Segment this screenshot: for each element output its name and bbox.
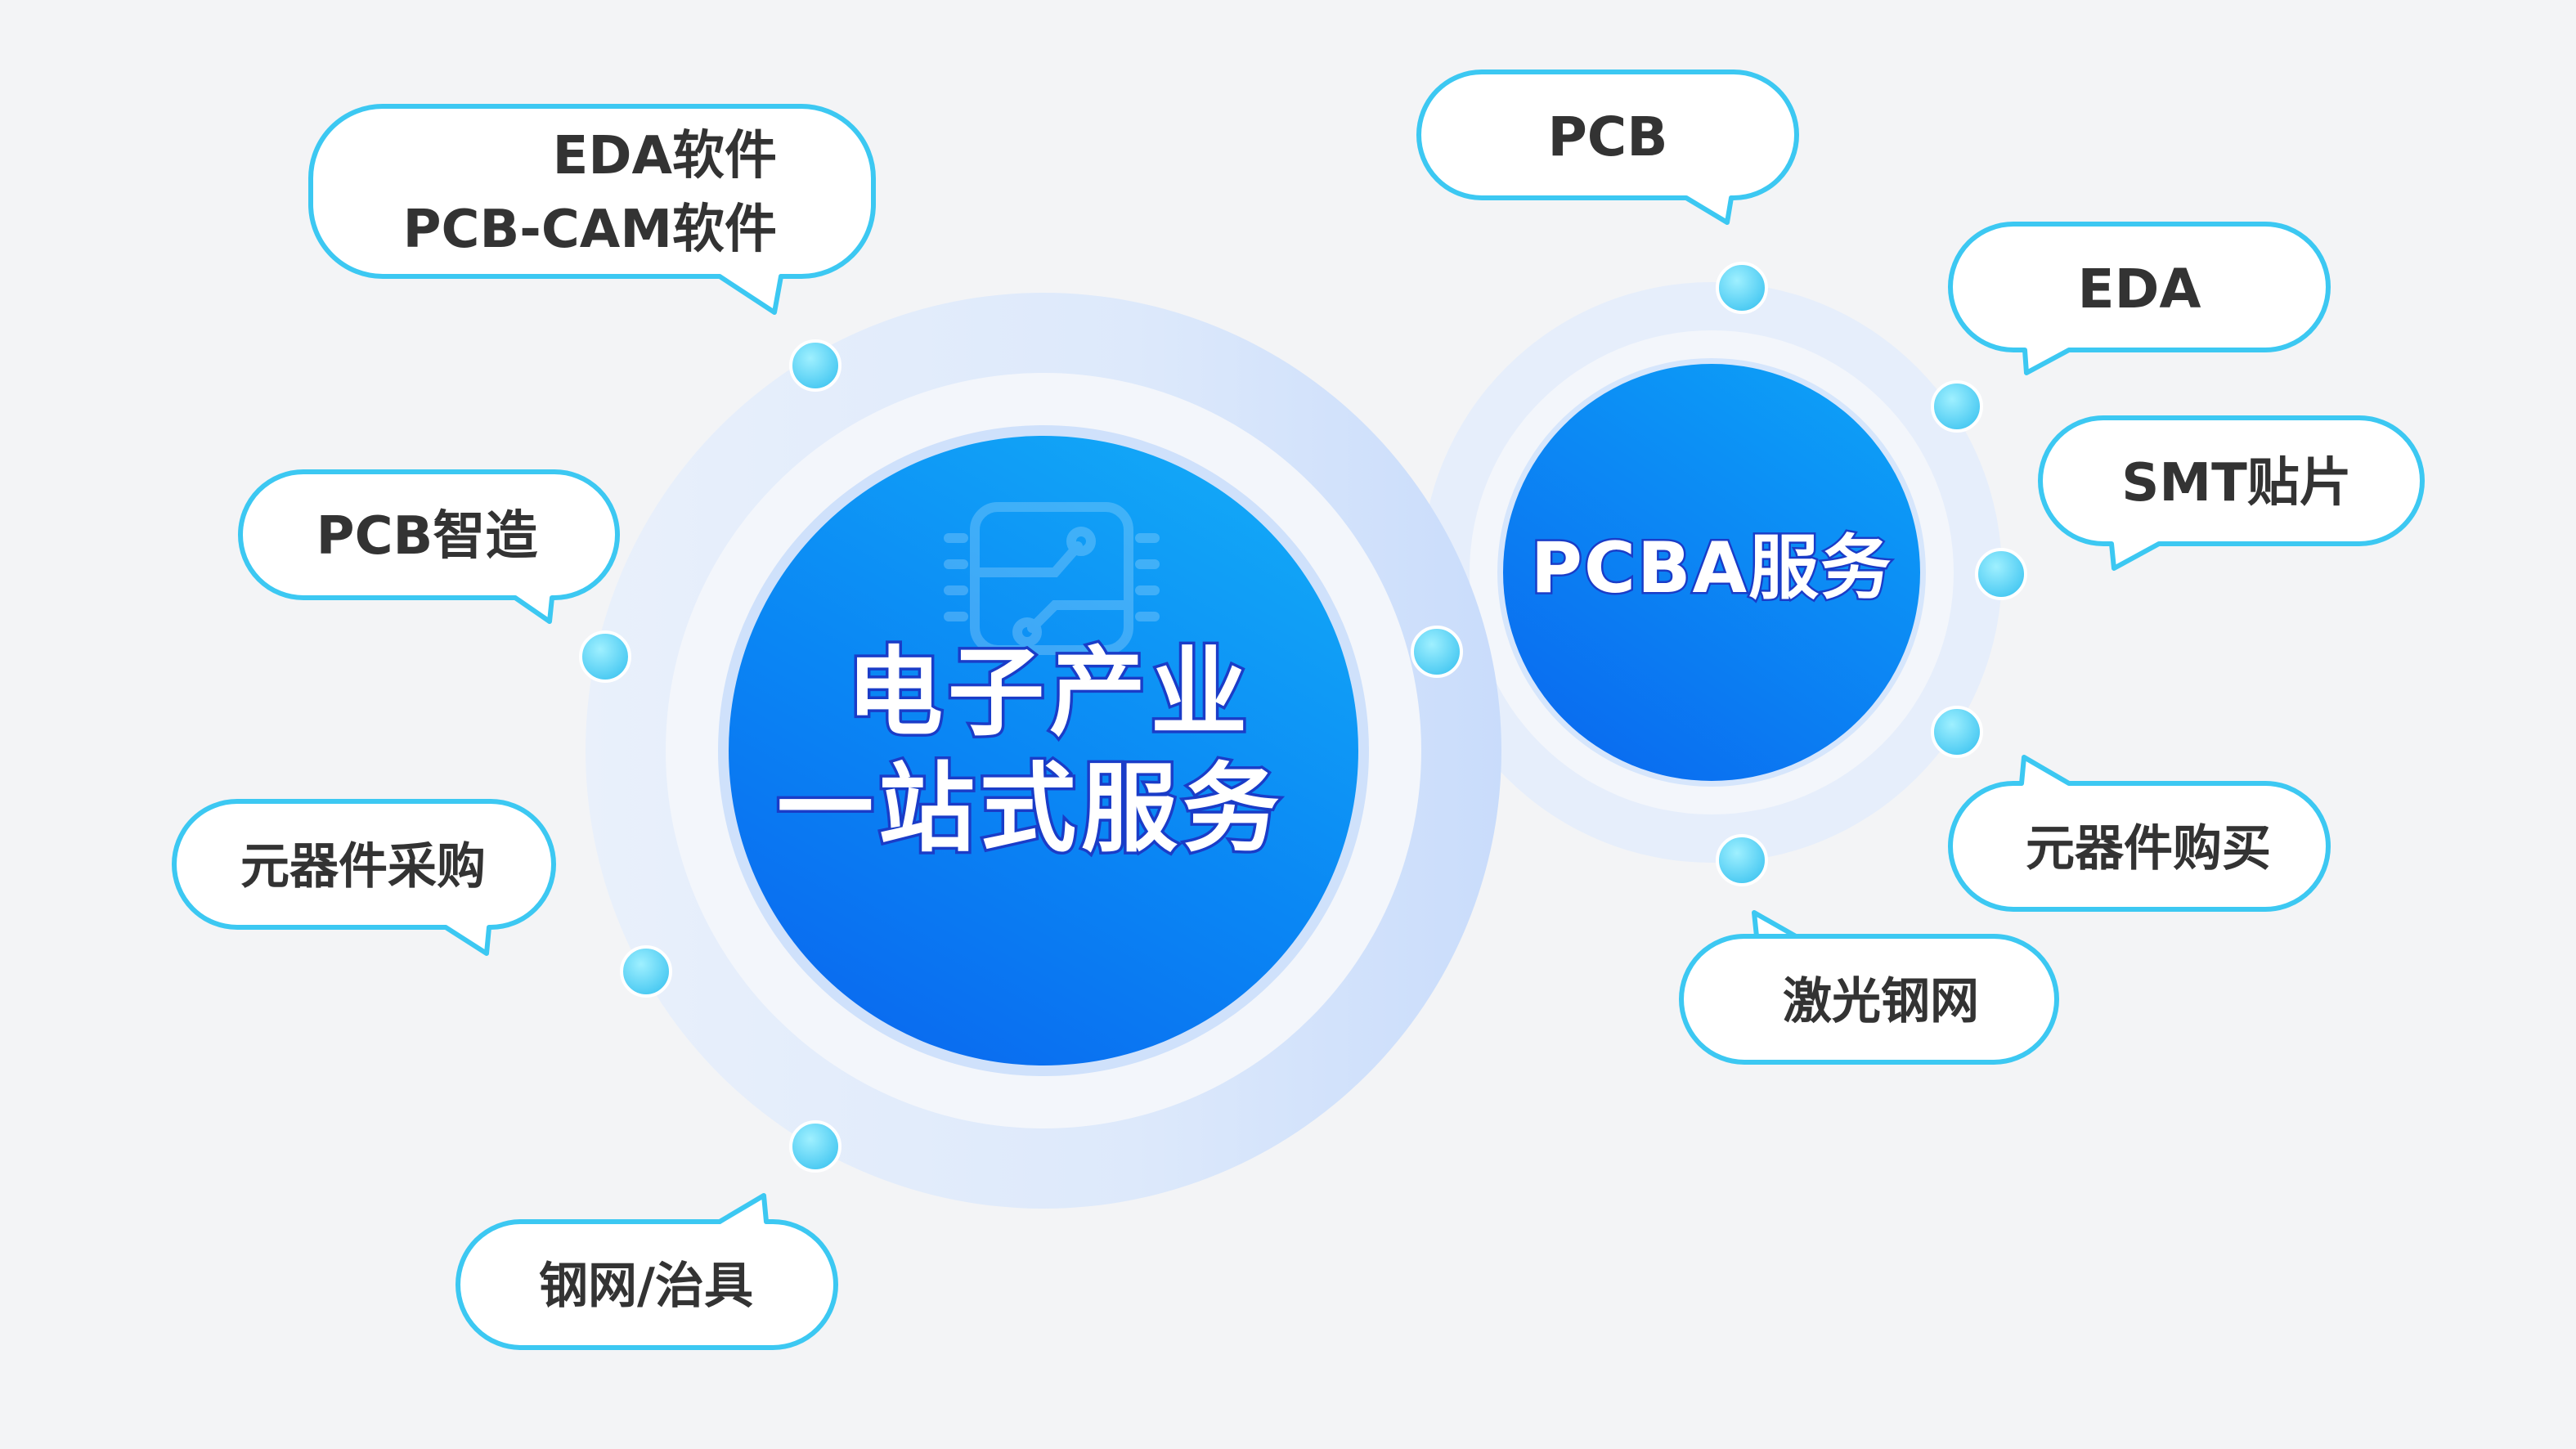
bubble-pcb-manufacturing: PCB智造 bbox=[238, 469, 620, 624]
dot-smt bbox=[1975, 548, 2027, 600]
bubble-pcb-label: PCB bbox=[1547, 105, 1667, 168]
dot-pcb bbox=[1716, 262, 1768, 314]
dot-pcb-manufacturing bbox=[579, 630, 631, 683]
main-hub-line1: 电子产业 bbox=[846, 636, 1252, 749]
main-hub: 电子产业 一站式服务 bbox=[586, 293, 1501, 1209]
dot-eda-software bbox=[789, 339, 841, 392]
bubble-eda-software-line2: PCB-CAM软件 bbox=[403, 200, 777, 260]
dot-eda bbox=[1931, 380, 1983, 433]
dot-main-to-pcba bbox=[1411, 626, 1463, 678]
bubble-component-purchase-left-label: 元器件采购 bbox=[240, 838, 486, 895]
bubble-smt-label: SMT贴片 bbox=[2121, 453, 2351, 514]
bubble-eda: EDA bbox=[1948, 222, 2331, 375]
dot-component-purchase-left bbox=[620, 945, 672, 998]
pcba-hub-label: PCBA服务 bbox=[1531, 527, 1892, 609]
bubble-component-purchase-left: 元器件采购 bbox=[172, 799, 556, 956]
pcba-hub: PCBA服务 bbox=[1421, 282, 2002, 863]
bubble-component-purchase-right-label: 元器件购买 bbox=[2026, 820, 2271, 877]
bubble-eda-label: EDA bbox=[2078, 258, 2201, 321]
bubble-stencil-fixture: 钢网/治具 bbox=[456, 1193, 838, 1350]
bubble-laser-stencil-label: 激光钢网 bbox=[1783, 973, 1979, 1030]
bubble-stencil-fixture-label: 钢网/治具 bbox=[539, 1258, 753, 1315]
bubble-component-purchase-right: 元器件购买 bbox=[1948, 755, 2331, 912]
dot-component-purchase-right bbox=[1931, 706, 1983, 758]
dot-laser-stencil bbox=[1716, 834, 1768, 886]
bubble-pcb-manufacturing-label: PCB智造 bbox=[316, 506, 538, 567]
pcba-circle bbox=[1503, 364, 1920, 781]
main-circle bbox=[729, 436, 1358, 1065]
connector-dots bbox=[579, 262, 2027, 1173]
bubble-eda-software-line1: EDA软件 bbox=[553, 126, 777, 186]
bubble-smt: SMT贴片 bbox=[2038, 415, 2425, 571]
main-hub-line2: 一站式服务 bbox=[777, 752, 1284, 865]
bubble-laser-stencil: 激光钢网 bbox=[1679, 910, 2059, 1065]
chip-icon bbox=[944, 502, 1160, 655]
bubble-eda-software: EDA软件 PCB-CAM软件 bbox=[308, 104, 876, 315]
bubble-pcb: PCB bbox=[1416, 70, 1799, 225]
dot-stencil-fixture bbox=[789, 1120, 841, 1173]
